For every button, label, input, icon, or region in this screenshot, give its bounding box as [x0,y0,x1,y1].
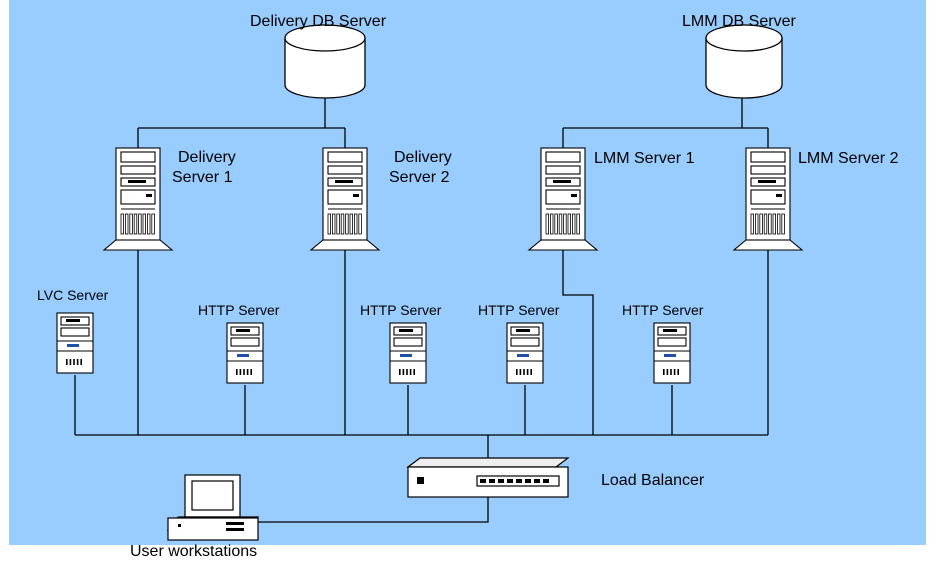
delivery-server-1-label-line1: Delivery [178,149,236,166]
lvc-server-label: LVC Server [37,287,109,303]
delivery-db-icon [284,24,366,99]
delivery-server-2-label-line2: Server 2 [389,169,450,186]
http-server-icon [506,322,544,384]
http-server-label: HTTP Server [478,302,560,318]
http-server-icon [389,322,427,384]
lmm-db-icon [705,24,783,99]
delivery-server-1-icon [102,147,174,251]
lmm-server-1-icon [527,147,599,251]
load-balancer-label: Load Balancer [601,472,705,489]
delivery-server-1-label-line2: Server 1 [172,169,233,186]
user-workstations-label: User workstations [130,543,258,560]
load-balancer-icon [406,457,570,498]
delivery-server-2-icon [309,147,381,251]
lvc-server-icon [56,312,94,374]
connection-lines [74,98,769,523]
lmm-server-1-label: LMM Server 1 [594,150,695,167]
mini-towers [56,312,691,384]
delivery-db-label: Delivery DB Server [250,13,387,30]
http-server-icon [226,322,264,384]
http-server-icon [653,322,691,384]
tower-servers [102,147,804,251]
http-server-label: HTTP Server [622,302,704,318]
desktop-computer-icon [166,474,260,541]
http-server-label: HTTP Server [198,302,280,318]
lmm-db-label: LMM DB Server [682,13,796,30]
lmm-server-2-label: LMM Server 2 [798,150,899,167]
lmm-server-2-icon [732,147,804,251]
http-server-label: HTTP Server [360,302,442,318]
delivery-server-2-label-line1: Delivery [394,149,452,166]
